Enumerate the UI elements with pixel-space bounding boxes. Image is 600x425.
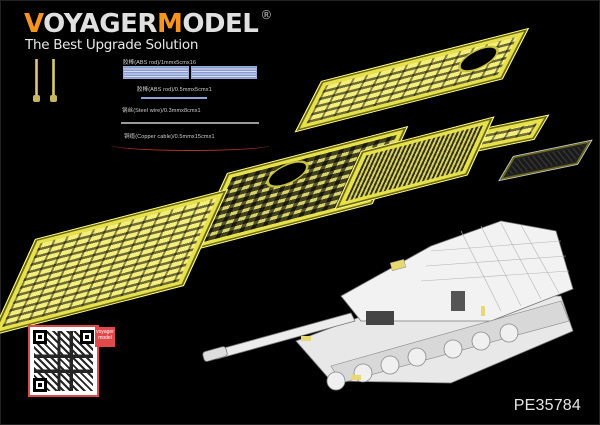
pzh2000-tank-illustration [202,220,574,391]
brand-word-odel: ODEL [182,9,259,39]
pe-accent-lower [351,375,361,380]
turret-hatch [389,259,407,271]
abs-rods-bundle-left [123,66,189,79]
qr-finder-bottom-left [33,378,47,392]
road-wheels [326,323,519,391]
qr-code[interactable] [28,325,99,397]
turret-armor-panels [420,222,570,312]
pe-accent-front [301,336,311,341]
mesh-screen-sheet [498,139,593,182]
muzzle-brake [202,346,228,362]
pe-fret-large-left [0,188,229,337]
turret-door [451,291,465,311]
brand-letter-m: M [156,9,183,39]
qr-brand-tag: voyager model [95,327,115,347]
material-abs-rod-05mm: 胶棒(ABS rod)/0.5mmx5cmx1 [137,87,212,93]
brand-word-oyager: OYAGER [43,9,157,39]
engine-deck-opening [366,311,394,325]
brand-tagline: The Best Upgrade Solution [25,37,199,53]
pin-shaft [35,59,38,99]
qr-finder-top-right [80,330,94,344]
abs-rod-thin [141,97,207,99]
material-copper-cable: 铜缆(Copper cable)/0.5mmx15cmx1 [124,134,215,140]
registered-mark: ® [260,8,272,22]
brand-letter-v: V [24,9,44,39]
qr-tag-line1: voyager [96,329,114,335]
pe-accent-side [481,306,485,316]
material-steel-wire: 钢丝(Steel wire)/0.3mmx8cmx1 [122,108,201,114]
pe-fret-grille [334,116,495,210]
qr-tag-line2: model [98,335,112,341]
brand-logo: VOYAGERMODEL® [24,8,272,39]
steel-wire [121,122,259,124]
pin-shaft [52,59,55,99]
product-code: PE35784 [513,397,581,414]
pin-head [50,95,57,102]
material-abs-rod-1mm: 胶棒(ABS rod)/1mmx5cmx16 [123,60,197,66]
pin-head [33,95,40,102]
abs-rods-bundle-right [191,66,257,79]
copper-cable [111,144,271,151]
qr-finder-top-left [33,330,47,344]
